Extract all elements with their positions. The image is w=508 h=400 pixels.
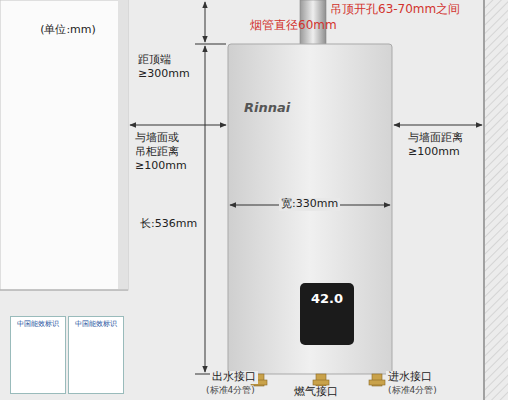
dimension-label: 距顶端 — [138, 54, 171, 67]
node-text: 中国能效标识 — [69, 319, 123, 329]
dimension-lines — [130, 2, 482, 374]
dimension-label: 吊顶开孔63-70mm之间 — [330, 3, 460, 17]
dimension-label: 进水接口 — [386, 371, 434, 384]
cabinet — [0, 0, 128, 290]
node-text: 42.0 — [300, 291, 354, 306]
dimension-label: 出水接口 — [210, 371, 258, 384]
energy-label: 中国能效标识 — [68, 316, 124, 394]
node-text: 中国能效标识 — [11, 319, 65, 329]
display-panel: 42.0 — [300, 283, 354, 345]
dimension-label: 宽:330mm — [279, 198, 340, 211]
dimension-label: 与墙面或 — [135, 132, 179, 145]
node-text: Rinnai — [244, 100, 290, 115]
heater-body — [228, 44, 392, 374]
node-text: (单位:mm) — [20, 22, 116, 37]
dimension-label: ≥100mm — [135, 160, 187, 173]
dimension-label: 吊柜距离 — [135, 146, 179, 159]
cabinet-box: (单位:mm) — [20, 22, 116, 44]
pipe-fittings — [251, 374, 385, 386]
dimension-label: 与墙面距离 — [408, 132, 463, 145]
dimension-label: (标准4分管) — [388, 385, 437, 395]
wall-line — [483, 0, 485, 400]
dimension-label: ≥100mm — [408, 146, 460, 159]
cabinet-side — [118, 0, 128, 290]
dimension-label: 长:536mm — [140, 218, 197, 231]
wall-hatch — [485, 0, 508, 400]
dimension-label: 烟管直径60mm — [250, 19, 337, 33]
dimension-label: 燃气接口 — [292, 386, 340, 399]
energy-label: 中国能效标识 — [10, 316, 66, 394]
dimension-label: (标准4分管) — [206, 385, 255, 395]
dimension-label: ≥300mm — [138, 68, 190, 81]
cabinet-edge — [0, 290, 128, 291]
